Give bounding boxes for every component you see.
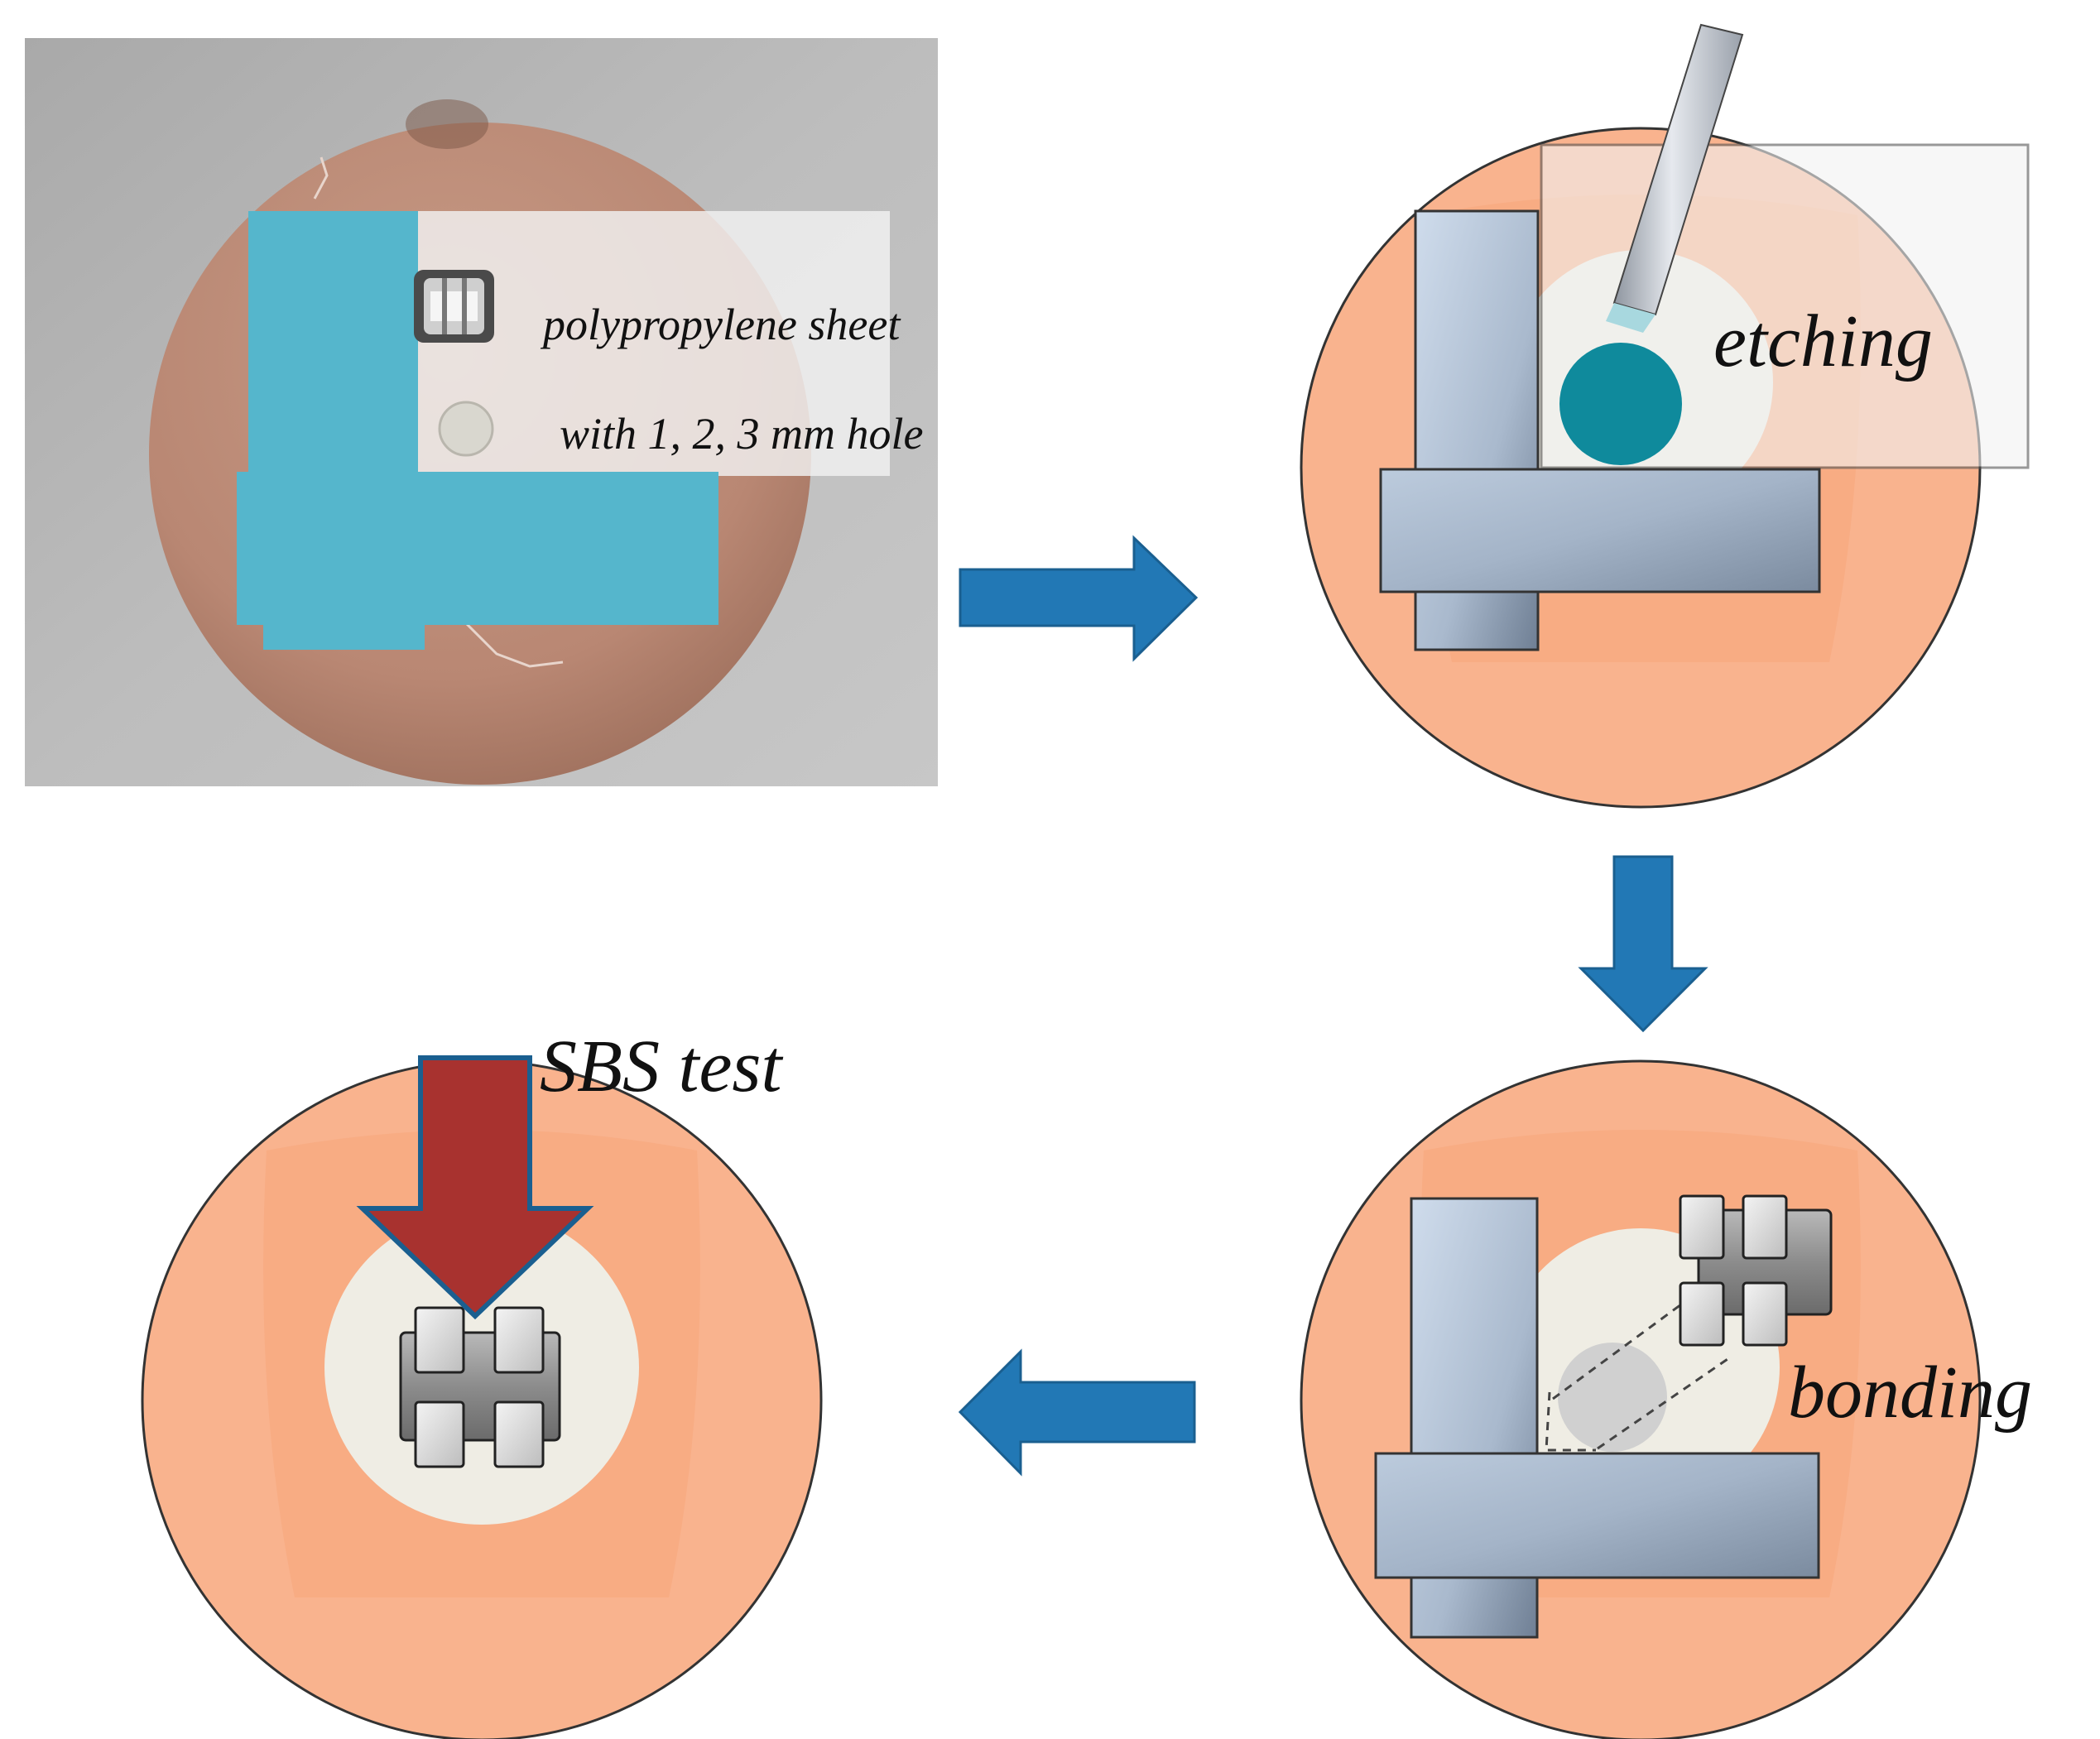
- hole-in-sheet: [438, 401, 494, 457]
- bracket-sbs: [399, 1306, 561, 1468]
- arrow-right: [959, 535, 1199, 662]
- bonding-panel: bonding: [1300, 1059, 2032, 1739]
- bracket-path-guide: [1545, 1291, 1731, 1452]
- disc-crack-lower: [462, 619, 564, 668]
- tape-vertical: [248, 211, 418, 488]
- disc-crack: [313, 156, 329, 199]
- arrow-left: [958, 1348, 1196, 1477]
- tape-horizontal: [237, 472, 718, 625]
- holder-horizontal-bonding: [1374, 1452, 1820, 1579]
- sheet-label-line2: with 1, 2, 3 mm hole: [560, 409, 924, 459]
- bracket-bonding: [1679, 1194, 1833, 1347]
- arrow-down: [1578, 855, 1708, 1033]
- sheet-label-line1: polypropylene sheet: [540, 300, 901, 349]
- etching-panel: etching: [1300, 23, 2030, 809]
- bonding-label: bonding: [1788, 1352, 2032, 1434]
- sbs-label: SBS test: [540, 1026, 783, 1107]
- force-arrow: [356, 1055, 594, 1320]
- etchant-applicator: [1606, 23, 1744, 333]
- etchant-drop: [1559, 343, 1682, 465]
- etching-label: etching: [1713, 300, 1933, 382]
- disc-dark-spot: [406, 99, 488, 149]
- bracket-photo: [414, 270, 494, 343]
- specimen-photo: polypropylene sheet with 1, 2, 3 mm hole: [25, 38, 938, 786]
- etched-area: [1558, 1343, 1667, 1452]
- sbs-panel: SBS test: [141, 1026, 823, 1739]
- tape-tab: [263, 612, 425, 650]
- holder-horizontal-etching: [1379, 468, 1821, 593]
